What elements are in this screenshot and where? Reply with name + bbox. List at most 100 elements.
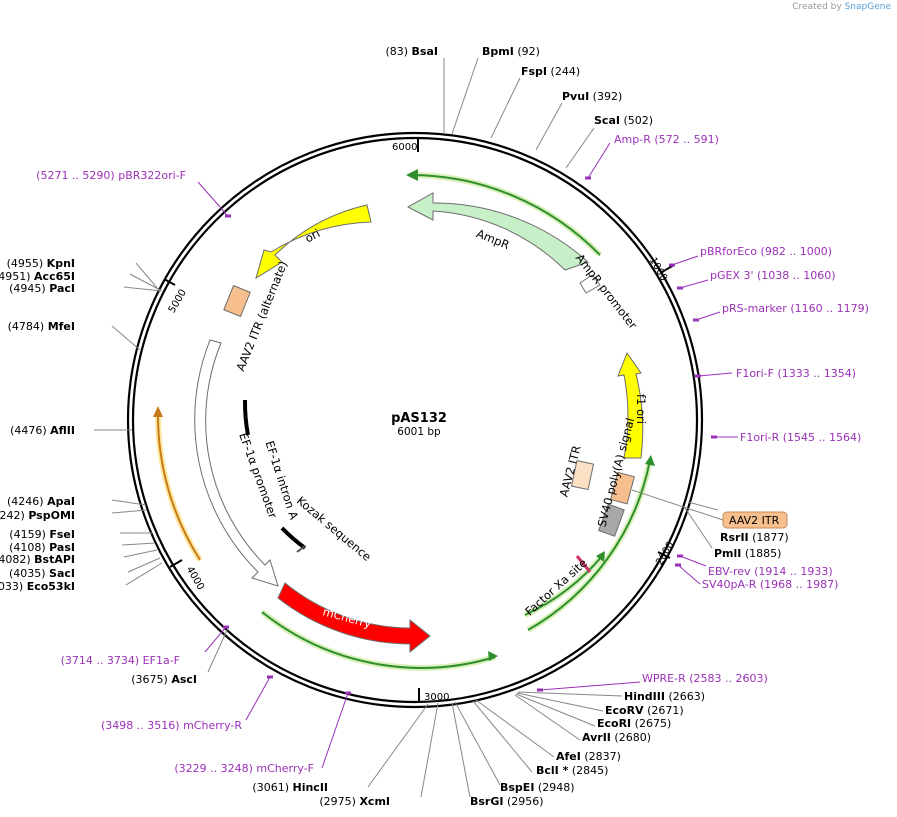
enzyme-name: BpmI (482, 45, 514, 58)
primer-range: (982 .. 1000) (761, 245, 833, 258)
primer-line (539, 681, 641, 691)
primer-mark (669, 263, 675, 267)
enzyme-line (516, 692, 604, 712)
enzyme-position: (83) (385, 45, 408, 58)
backbone-outer-ring (126, 131, 704, 709)
enzyme-site: BpmI (92) (451, 45, 540, 135)
enzyme-label: (4246) ApaI (7, 495, 75, 508)
enzyme-position: (2845) (572, 764, 609, 777)
primer-name: mCherry-R (183, 719, 242, 732)
primer-line (679, 279, 709, 289)
primer-site: pBRforEco (982 .. 1000) (669, 245, 832, 267)
enzyme-line (123, 286, 163, 292)
orf-right-arrowhead (645, 455, 655, 466)
enzyme-line (420, 702, 439, 798)
primer-mark (225, 214, 231, 218)
enzyme-name: BspEI (500, 781, 534, 794)
primer-mark (677, 286, 683, 290)
enzyme-line (515, 693, 596, 727)
enzyme-line (111, 325, 141, 351)
orf-right-inner-arrowhead (596, 551, 605, 562)
enzyme-label: (2975) XcmI (319, 795, 390, 808)
primer-name: Amp-R (614, 133, 651, 146)
primer-name: pRS-marker (722, 302, 787, 315)
primer-range: (572 .. 591) (654, 133, 719, 146)
enzyme-position: (502) (623, 114, 653, 127)
primer-label: WPRE-R (2583 .. 2603) (642, 672, 768, 685)
enzyme-site: FspI (244) (490, 65, 580, 139)
primer-range: (1968 .. 1987) (760, 578, 839, 591)
snapgene-credit: Created by SnapGene (792, 2, 891, 12)
primer-range: (1545 .. 1564) (783, 431, 862, 444)
polyA-grey-box (598, 503, 625, 537)
primer-sites: Amp-R (572 .. 591) pBRforEco (982 .. 1000… (36, 133, 869, 775)
enzyme-label: BclI * (2845) (536, 764, 608, 777)
enzyme-name: MfeI (48, 320, 75, 333)
enzyme-position: (4955) (7, 257, 44, 270)
enzyme-line (475, 699, 555, 758)
enzyme-position: (2675) (635, 717, 672, 730)
enzyme-name: Acc65I (34, 270, 75, 283)
enzyme-position: (4476) (10, 424, 47, 437)
enzyme-line (135, 262, 159, 290)
aav2-itr-callout-line (631, 489, 724, 521)
enzyme-line (451, 702, 471, 798)
enzyme-label: AvrII (2680) (582, 731, 651, 744)
enzyme-position: (2837) (584, 750, 621, 763)
enzyme-label: RsrII (1877) (720, 531, 789, 544)
primer-site: SV40pA-R (1968 .. 1987) (675, 563, 839, 591)
enzyme-label: PvuI (392) (562, 90, 622, 103)
enzyme-label: (4951) Acc65I (0, 270, 75, 283)
tick-4000-mark (169, 559, 183, 568)
primer-line (204, 626, 227, 653)
orf-top-arrowhead (406, 169, 418, 181)
primer-label: (3714 .. 3734) EF1a-F (61, 654, 180, 667)
primer-label: pGEX 3' (1038 .. 1060) (710, 269, 836, 282)
enzyme-line (490, 77, 521, 139)
primer-mark (675, 563, 681, 567)
enzyme-site: PmlI (1885) (684, 507, 781, 560)
plasmid-size: 6001 bp (397, 426, 441, 438)
enzyme-name: PacI (49, 282, 75, 295)
enzyme-site: (4082) BstAPI (0, 549, 158, 566)
enzyme-name: AvrII (582, 731, 611, 744)
enzyme-line (129, 273, 161, 291)
primer-mark (695, 374, 701, 378)
sv40-polyA-box (610, 471, 635, 505)
primer-name: F1ori-R (740, 431, 780, 444)
features: AmpR AmpR promoter ori f1 ori AAV2 ITR (… (194, 192, 788, 654)
primer-mark (267, 675, 273, 679)
primer-label: pBRforEco (982 .. 1000) (700, 245, 832, 258)
primer-line (245, 676, 271, 721)
enzyme-position: (4242) (0, 509, 25, 522)
tick-2000-mark (657, 551, 671, 559)
enzyme-name: AflII (50, 424, 75, 437)
primer-mark (711, 435, 717, 439)
tick-5000-mark (163, 278, 176, 286)
enzyme-site: (4242) PspOMI (0, 509, 148, 522)
enzyme-line (514, 694, 581, 741)
primer-line (587, 142, 611, 179)
enzyme-site: BspEI (2948) (454, 701, 575, 794)
enzyme-name: KpnI (47, 257, 75, 270)
primer-mark (693, 318, 699, 322)
enzyme-line (127, 557, 161, 573)
enzyme-site: (3675) AscI (131, 627, 229, 686)
primer-line (679, 555, 707, 567)
enzyme-line (111, 509, 148, 514)
primer-site: (3229 .. 3248) mCherry-F (174, 691, 351, 775)
enzyme-line (684, 507, 713, 549)
f1-ori-label: f1 ori (634, 394, 648, 424)
enzyme-site: (4784) MfeI (8, 320, 141, 351)
primer-range: (5271 .. 5290) (36, 169, 115, 182)
primer-line (197, 181, 229, 217)
enzyme-site: BsrGI (2956) (451, 702, 544, 808)
enzyme-label: (3675) AscI (131, 673, 197, 686)
enzyme-site: (2975) XcmI (319, 702, 439, 808)
orf-bottom-line (261, 611, 496, 669)
enzyme-position: (2671) (647, 704, 684, 717)
primer-range: (1914 .. 1933) (754, 565, 833, 578)
enzyme-line (111, 499, 147, 506)
